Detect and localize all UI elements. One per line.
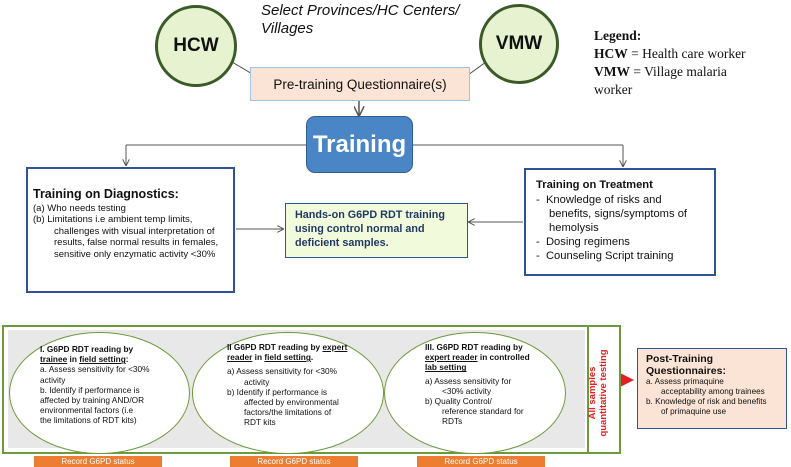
treatment-item-text: Knowledge of risks and — [545, 194, 662, 206]
reading3-line3: lab setting — [425, 362, 467, 373]
post-title-1: Post-Training — [646, 353, 714, 365]
vmw-connector — [467, 61, 487, 76]
post-training-box: Post-Training Questionnaires: a. Assess … — [637, 348, 787, 429]
reading1-b3: environmental factors (i.e — [40, 405, 134, 416]
diagnostics-item-b3: results, false normal results in females… — [54, 237, 219, 248]
header-line-1: Select Provinces/HC Centers/ — [261, 2, 460, 19]
reading3-line1: III. G6PD RDT reading by — [425, 342, 523, 352]
reading2-b4: RDT kits — [244, 417, 276, 428]
reading1-colon: : — [125, 354, 129, 365]
reading3-text: III. G6PD RDT reading by expert reader i… — [425, 342, 565, 427]
record-tag-2: Record G6PD status — [230, 456, 358, 467]
legend-vmw-text: = Village malaria — [630, 64, 727, 79]
reading-oval-1 — [9, 332, 190, 454]
treatment-item-cont: benefits, signs/symptoms of — [549, 208, 688, 220]
vertical-label-line1: All samples — [587, 366, 598, 420]
reading2-expert: expert — [322, 342, 348, 352]
pretraining-box: Pre-training Questionnaire(s) — [250, 67, 470, 101]
reading1-a2: activity — [40, 374, 66, 385]
reading2-line2: reader in field setting. — [227, 352, 382, 362]
vertical-label: All samples quantitative testing — [587, 339, 611, 447]
vmw-circle: VMW — [479, 4, 559, 84]
treatment-item-text: Counseling Script training — [545, 250, 674, 262]
treatment-title: Training on Treatment — [536, 179, 653, 191]
handson-line-2: using control normal and — [295, 223, 425, 235]
record-tag-1: Record G6PD status — [34, 456, 162, 467]
handson-box: Hands-on G6PD RDT training using control… — [285, 203, 468, 258]
reading1-text: I. G6PD RDT reading by trainee in field … — [40, 344, 188, 426]
hcw-label: HCW — [173, 35, 219, 56]
reading3-expert: expert reader — [425, 352, 478, 363]
legend-vmw: VMW = Village malaria — [594, 63, 746, 81]
handson-line-1: Hands-on G6PD RDT training — [295, 209, 445, 221]
post-a1: a. Assess primaquine — [646, 377, 724, 386]
reading2-b1: b) Identify if performance is — [227, 386, 328, 397]
reading1-b4: the limitations of RDT kits) — [40, 415, 137, 426]
legend-hcw: HCW = Health care worker — [594, 45, 746, 63]
hcw-circle: HCW — [155, 5, 237, 87]
reading2-dot: . — [310, 352, 314, 363]
legend: Legend: HCW = Health care worker VMW = V… — [594, 27, 746, 99]
training-label: Training — [312, 130, 407, 158]
treatment-item-cont: hemolysis — [549, 222, 599, 234]
handson-line-3: deficient samples. — [295, 237, 389, 249]
reading2-a: a) Assess sensitivity for <30% — [227, 366, 337, 377]
reading3-a2: <30% activity — [442, 385, 492, 396]
vertical-label-line2: quantitative testing — [598, 349, 609, 437]
reading1-a: a. Assess sensitivity for <30% — [40, 364, 150, 375]
treatment-item-text: Dosing regimens — [545, 236, 630, 248]
legend-vmw-abbr: VMW — [594, 64, 630, 79]
reading3-a: a) Assess sensitivity for — [425, 375, 512, 386]
diagnostics-item-a: (a) Who needs testing — [33, 202, 126, 214]
reading3-line2: expert reader in controlled — [425, 352, 565, 362]
reading1-in: in — [67, 354, 80, 365]
reading2-b3: factors/the limitations of — [244, 407, 332, 418]
reading1-line2: trainee in field setting: — [40, 354, 188, 364]
reading-oval-2 — [192, 332, 384, 454]
reading3-b1: b) Quality Control/ — [425, 396, 492, 407]
reading-oval-3 — [384, 332, 566, 454]
treatment-item: - Dosing regimens — [536, 236, 630, 248]
diagnostics-title: Training on Diagnostics: — [33, 187, 179, 201]
reading2-in: in — [252, 352, 265, 363]
reading1-trainee: trainee — [40, 354, 68, 365]
pretraining-label: Pre-training Questionnaire(s) — [273, 76, 447, 92]
reading3-b2: reference standard for — [442, 406, 524, 417]
post-b1: b. Knowledge of risk and benefits — [646, 397, 767, 406]
reading1-b2: affected by training AND/OR — [40, 395, 145, 406]
vmw-label: VMW — [495, 33, 543, 54]
post-a2: acceptability among trainees — [661, 387, 765, 396]
diagnostics-item-b4: sensitive only enzymatic activity <30% — [54, 248, 216, 260]
record-tag-3: Record G6PD status — [417, 456, 545, 467]
treatment-box: Training on Treatment - Knowledge of ris… — [524, 168, 716, 276]
reading3-b3: RDTs — [442, 416, 463, 427]
reading2-a2: activity — [244, 376, 270, 387]
post-title-2: Questionnaires: — [646, 365, 726, 377]
reading2-prefix: II G6PD RDT reading by — [227, 342, 323, 352]
diagnostics-item-b1: (b) Limitations i.e ambient temp limits, — [33, 214, 193, 225]
reading2-text: II G6PD RDT reading by expert reader in … — [227, 342, 382, 428]
legend-vmw-2: worker — [594, 82, 633, 97]
reading3-controlled: in controlled — [477, 352, 530, 363]
treatment-item: - Counseling Script training — [536, 250, 674, 262]
reading2-reader: reader — [227, 352, 253, 363]
diagnostics-box: Training on Diagnostics: (a) Who needs t… — [26, 167, 235, 293]
post-b2: of primaquine use — [661, 407, 727, 416]
header-line-2: Villages — [261, 20, 314, 37]
vertical-divider — [587, 325, 589, 454]
legend-title: Legend: — [594, 28, 642, 43]
legend-hcw-abbr: HCW — [594, 46, 628, 61]
reading2-b2: affected by environmental — [244, 397, 339, 408]
reading1-b1: b. Identify if performance is — [40, 384, 140, 395]
reading1-setting: field setting — [79, 354, 126, 365]
training-box: Training — [306, 116, 413, 173]
header-text: Select Provinces/HC Centers/ Villages — [261, 2, 459, 38]
legend-hcw-text: = Health care worker — [627, 46, 746, 61]
diagnostics-item-b2: challenges with visual interpretation of — [54, 225, 215, 237]
reading2-setting: field setting — [264, 352, 311, 363]
reading1-line1: I. G6PD RDT reading by — [40, 344, 134, 354]
treatment-item: - Knowledge of risks and — [536, 194, 662, 206]
reading2-line1: II G6PD RDT reading by expert — [227, 342, 382, 352]
